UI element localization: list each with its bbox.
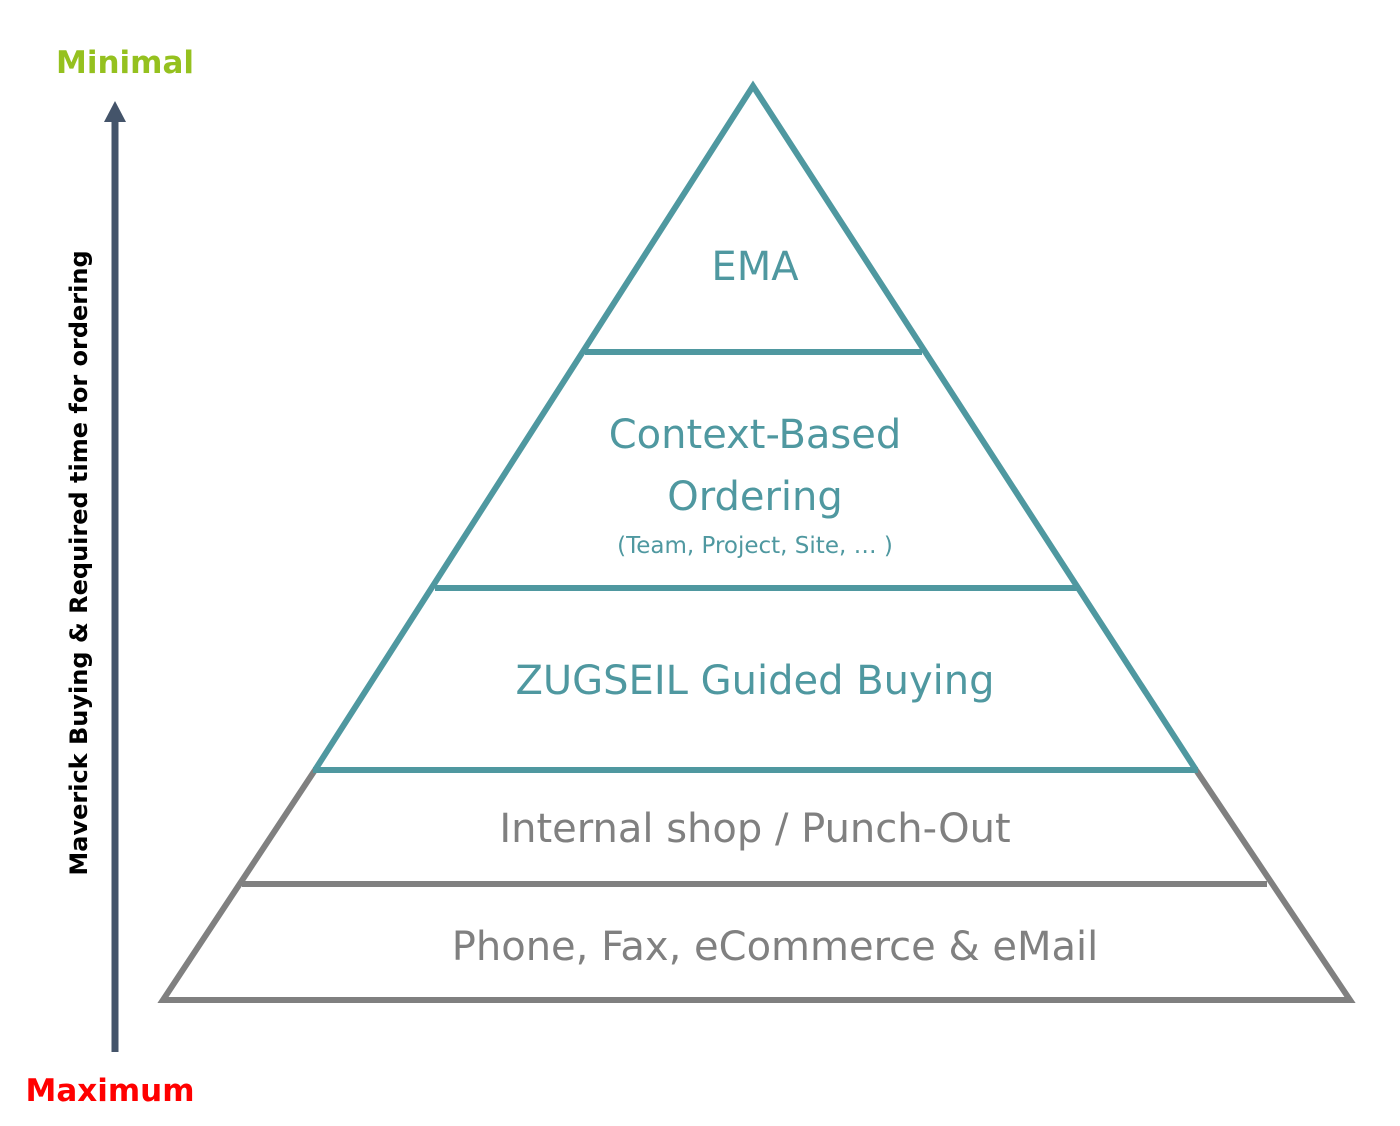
axis-bottom-label: Maximum bbox=[25, 1073, 194, 1109]
level-phone-fax: Phone, Fax, eCommerce & eMail bbox=[452, 924, 1098, 970]
arrow-head-icon bbox=[104, 101, 126, 122]
level-guided-buying: ZUGSEIL Guided Buying bbox=[515, 658, 994, 704]
axis-title: Maverick Buying & Required time for orde… bbox=[65, 250, 93, 875]
level-context-based-sublabel: (Team, Project, Site, … ) bbox=[617, 533, 893, 559]
level-internal-shop: Internal shop / Punch-Out bbox=[499, 806, 1010, 852]
axis-top-label: Minimal bbox=[56, 45, 194, 81]
axis-arrow bbox=[104, 101, 126, 1052]
pyramid-lower bbox=[157, 768, 1356, 1003]
level-context-based-line1: Context-Based bbox=[609, 412, 902, 458]
level-ema: EMA bbox=[711, 244, 799, 290]
pyramid-upper bbox=[312, 80, 1199, 773]
level-context-based-line2: Ordering bbox=[667, 474, 843, 520]
